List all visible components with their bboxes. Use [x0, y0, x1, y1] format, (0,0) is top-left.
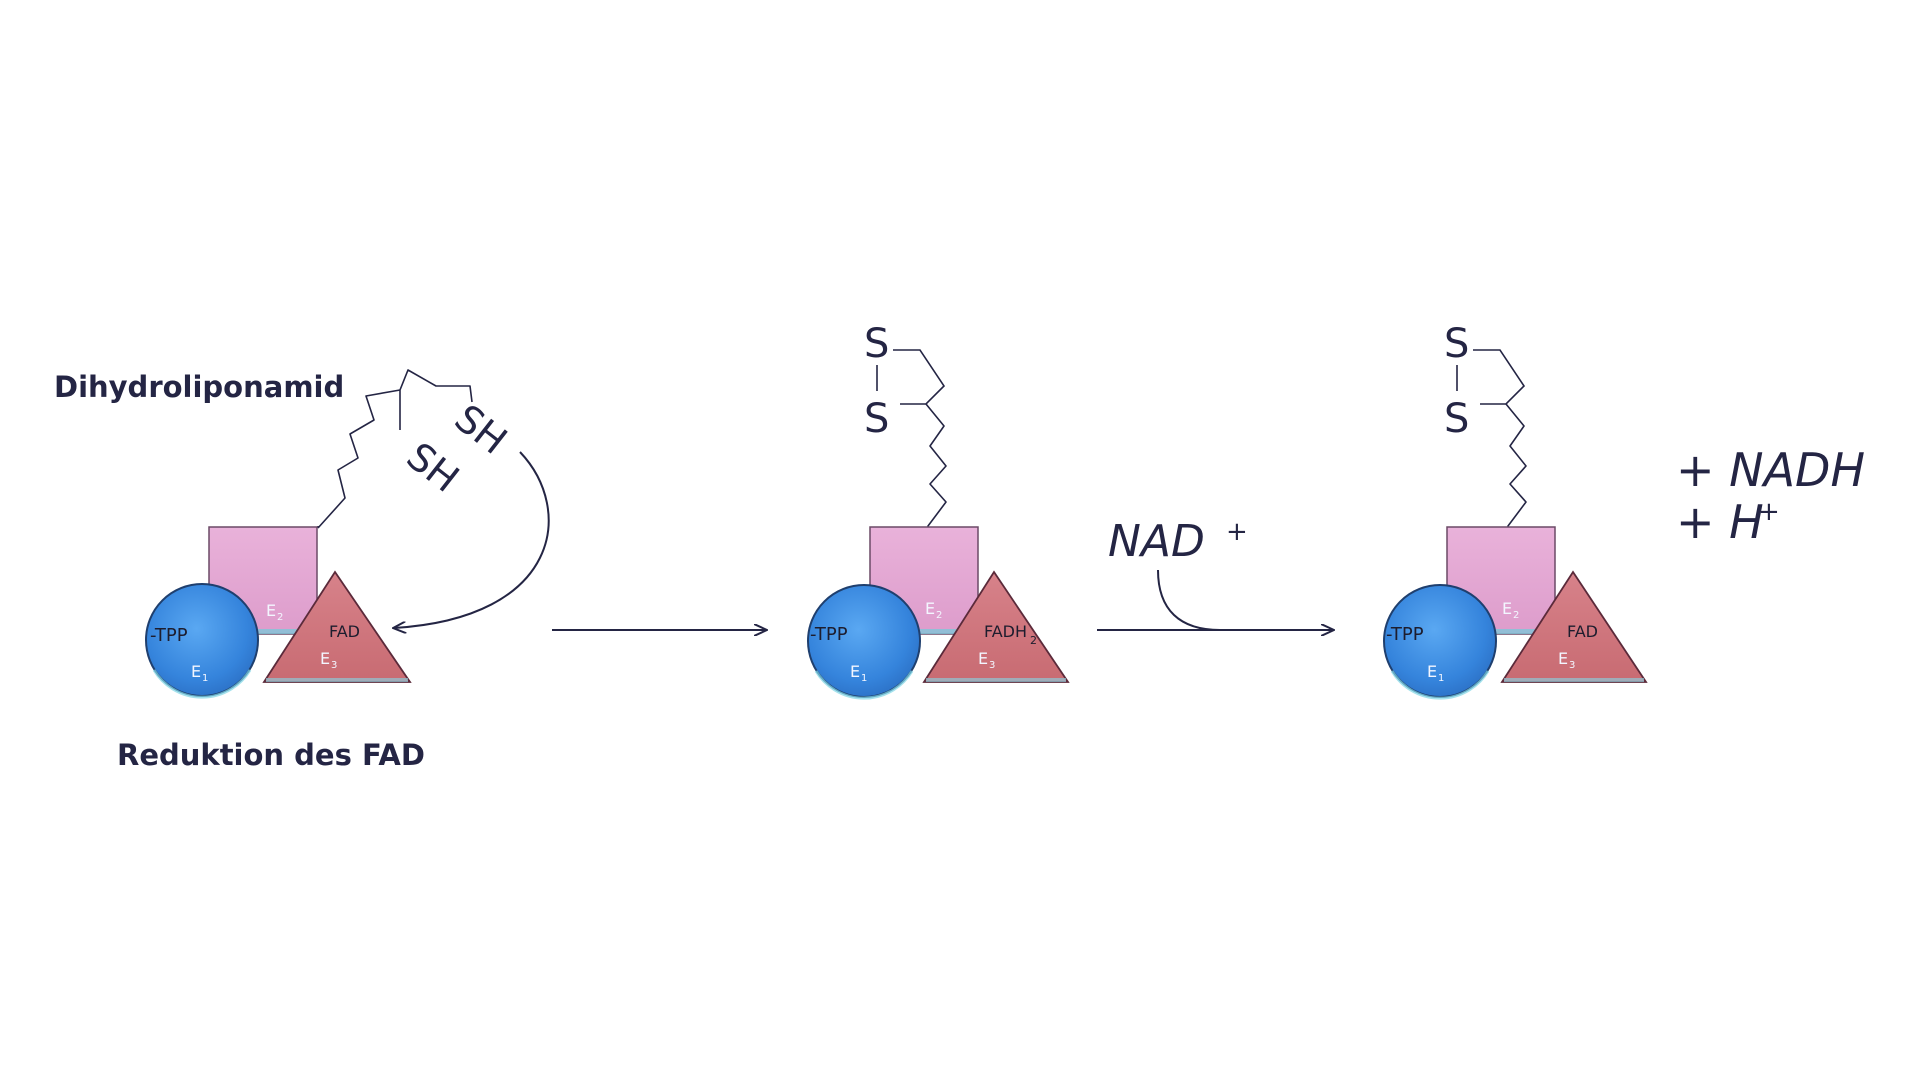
disulfide-s-top: S	[864, 321, 889, 367]
enzyme-complex-1: E 2 -TPP E 1 FAD E 3 SH SH	[145, 369, 550, 699]
e3-cofactor-label: FAD	[329, 622, 360, 641]
e1-label: E	[850, 662, 860, 681]
nad-entry-curve	[1157, 569, 1221, 631]
sh-top-label: SH	[447, 396, 516, 463]
e1-cofactor-label: -TPP	[1386, 624, 1424, 645]
caption-label: Reduktion des FAD	[117, 738, 425, 772]
e2-label: E	[1502, 599, 1512, 618]
disulfide-s-bottom: S	[864, 396, 889, 442]
e1-cofactor-label: -TPP	[150, 625, 188, 646]
nad-plus-label: NAD	[1108, 516, 1205, 567]
e3-label: E	[978, 649, 988, 668]
e3-label: E	[320, 649, 330, 668]
e1-label: E	[191, 662, 201, 681]
e3-sub: 3	[1569, 660, 1575, 671]
e1-cofactor-label: -TPP	[810, 624, 848, 645]
nad-plus-superscript: +	[1226, 517, 1248, 547]
product-nadh-label: + NADH	[1676, 443, 1865, 497]
enzyme-complex-3: S S E 2 -TPP E 1 FAD E 3	[1383, 321, 1648, 700]
e2-square	[208, 526, 318, 635]
substrate-label: Dihydroliponamid	[54, 370, 344, 404]
e1-sub: 1	[1438, 673, 1444, 684]
e1-sub: 1	[202, 673, 208, 684]
e3-sub: 3	[989, 660, 995, 671]
enzyme-complex-2: S S E 2 -TPP E 1 FADH 2 E 3	[807, 321, 1070, 700]
e3-cofactor-sub: 2	[1030, 634, 1037, 647]
product-h-label: + H	[1676, 495, 1764, 549]
e2-sub: 2	[936, 610, 942, 621]
lipoyl-chain-3	[1505, 403, 1527, 527]
e2-sub: 2	[1513, 610, 1519, 621]
dihydrolipoyl-chain	[317, 369, 473, 529]
e3-label: E	[1558, 649, 1568, 668]
e1-sub: 1	[861, 673, 867, 684]
disulfide-s-bottom: S	[1444, 396, 1469, 442]
e2-label: E	[266, 601, 276, 620]
disulfide-s-top: S	[1444, 321, 1469, 367]
e3-cofactor-label: FAD	[1567, 622, 1598, 641]
e2-label: E	[925, 599, 935, 618]
e3-cofactor-label: FADH	[984, 622, 1027, 641]
product-h-superscript: +	[1758, 497, 1780, 527]
lipoyl-chain-2	[925, 403, 947, 527]
e3-sub: 3	[331, 660, 337, 671]
electron-transfer-arrow	[394, 451, 550, 628]
sh-bottom-label: SH	[399, 434, 468, 501]
e2-sub: 2	[277, 612, 283, 623]
e1-label: E	[1427, 662, 1437, 681]
